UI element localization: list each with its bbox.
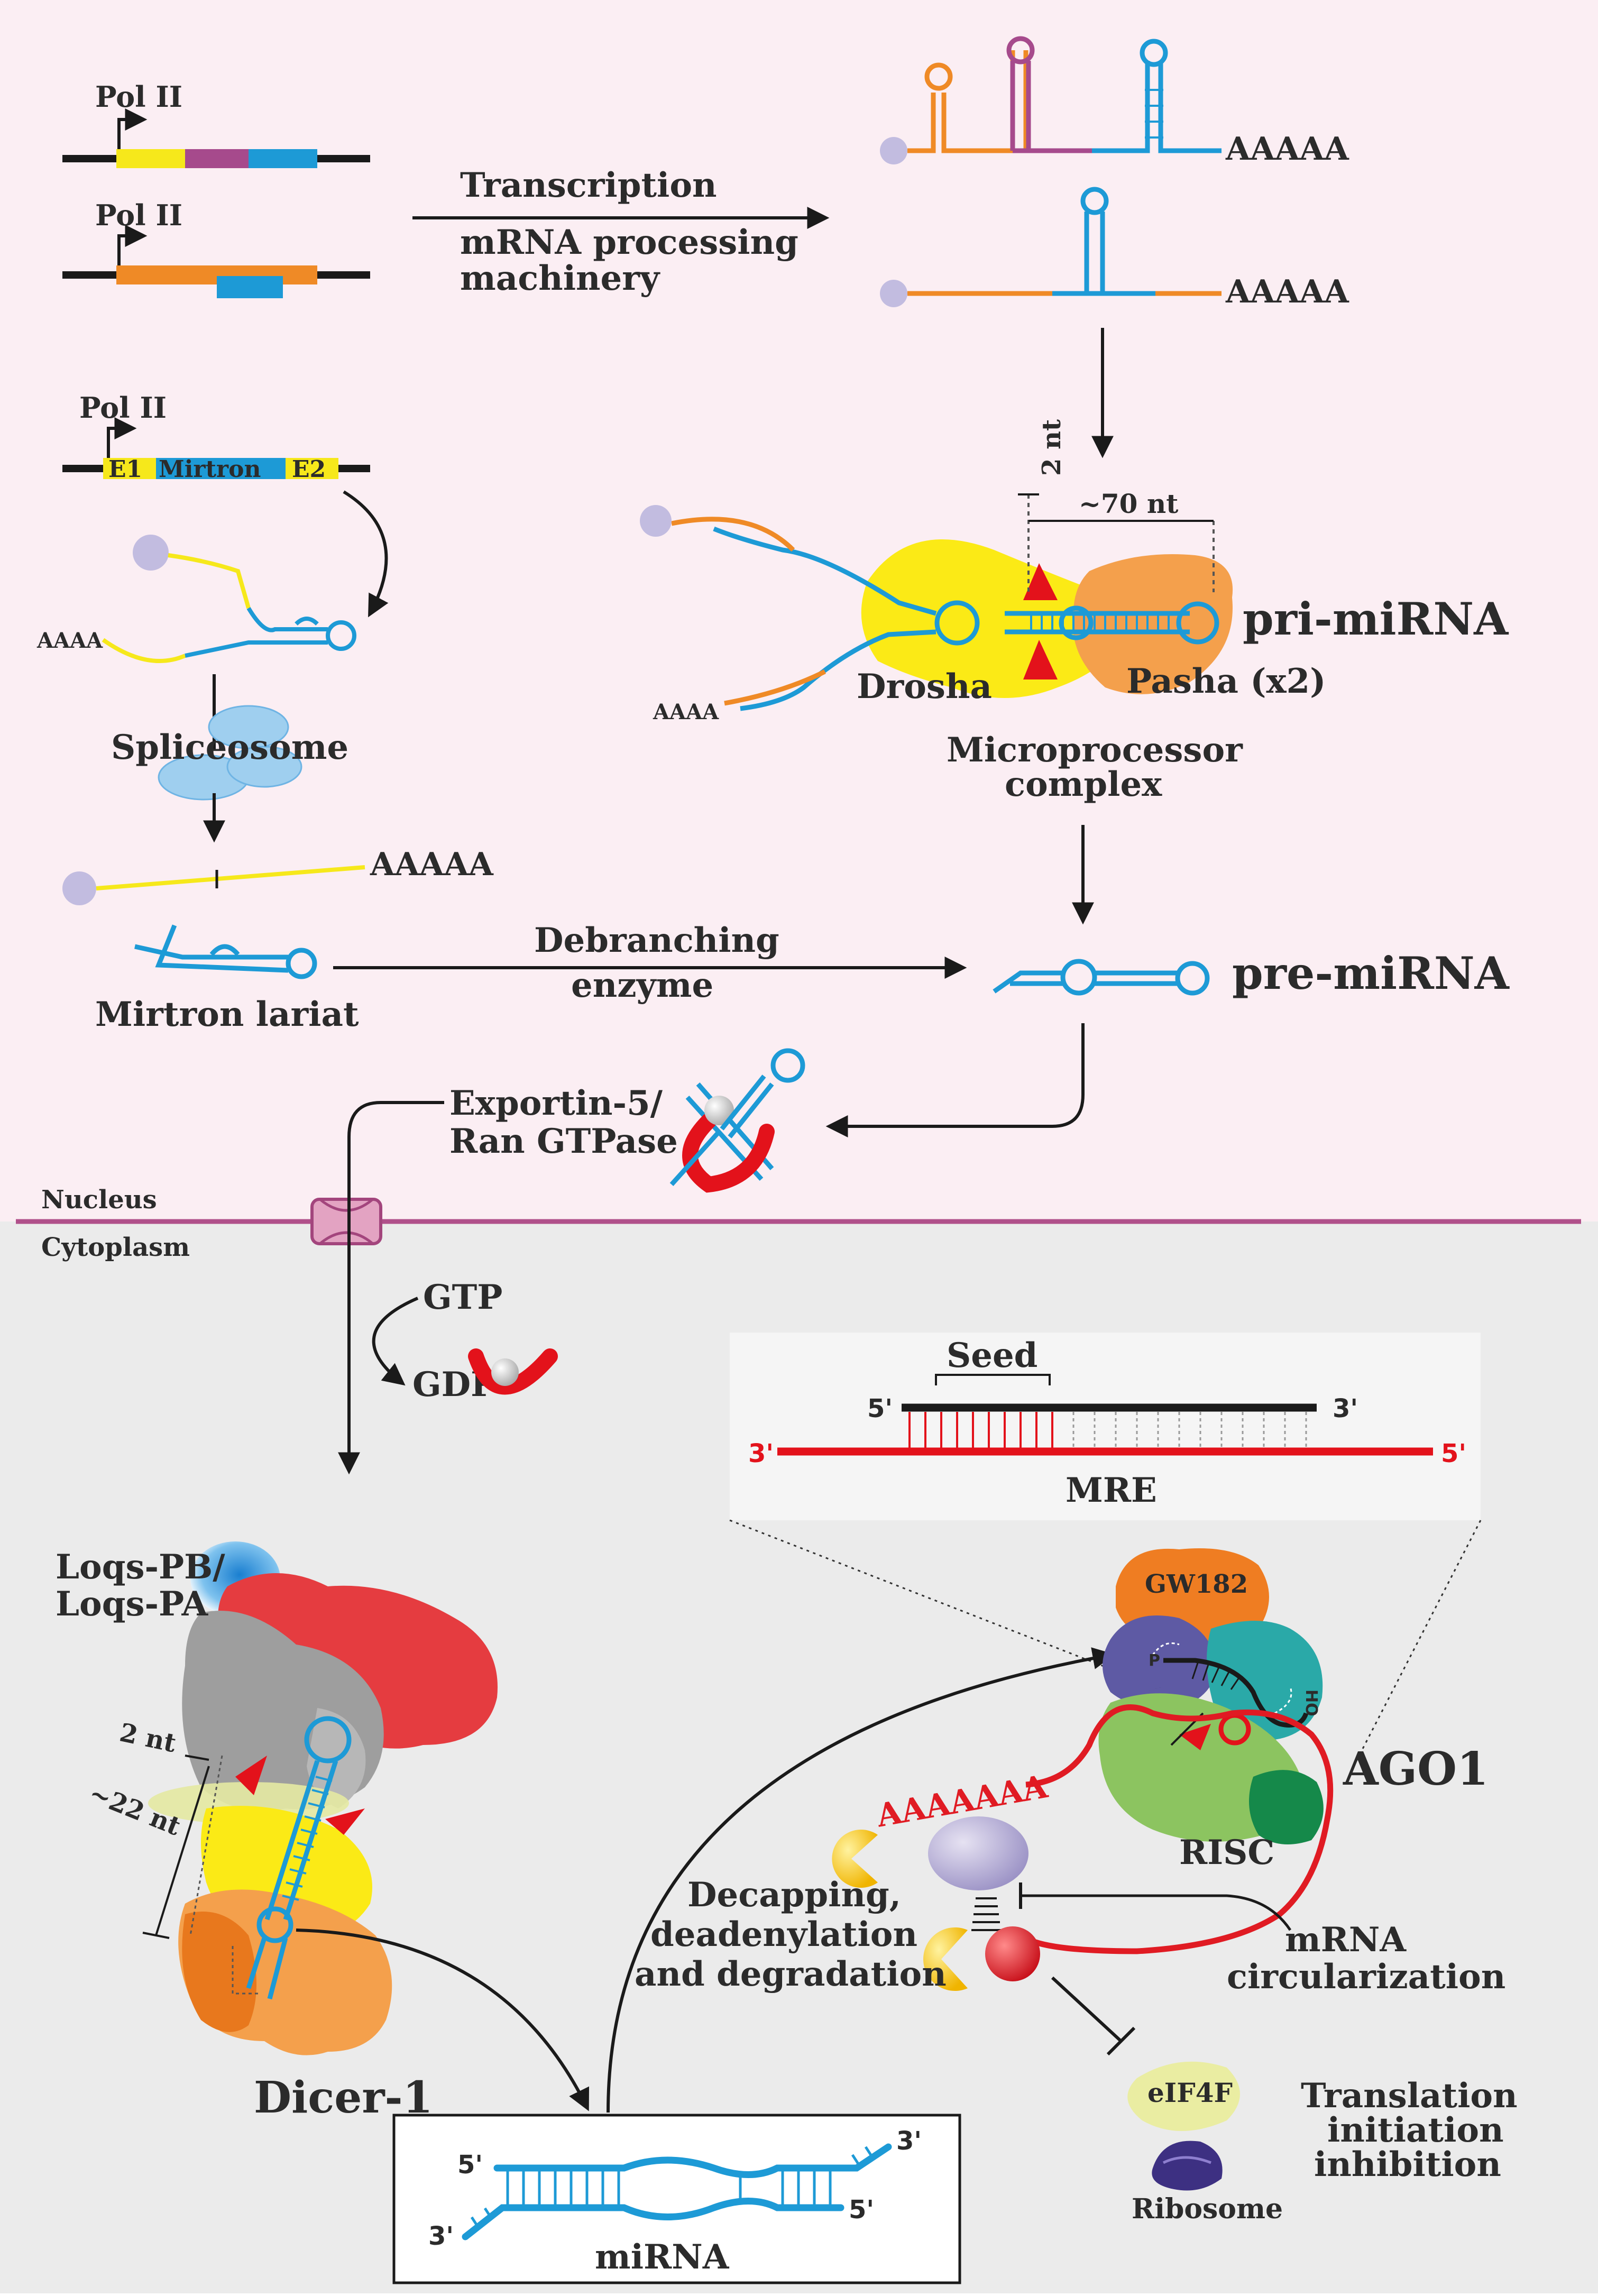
risc-complex [1098,1548,1324,1844]
p-label: P [1149,1651,1160,1670]
oh-label: HO [1302,1689,1320,1716]
ago-purple-domain [1103,1615,1216,1709]
nucleus-background [0,0,1598,1222]
debranching-label: Debranching [534,921,779,960]
spliced-mrna [62,865,365,905]
ribosome-label: Ribosome [1132,2193,1283,2225]
pri-mirna-transcript-polycistronic [880,36,1222,164]
mirtron-label: Mirtron [159,456,261,483]
export-arrow [338,1101,444,1475]
mirtron-lariat-shape [134,924,317,979]
polya-tail-3: AAAAA [370,846,494,883]
arrow-mirna-to-risc [607,1647,1115,2113]
circularization-label-2: circularization [1227,1957,1505,1997]
gtp-hydrolysis-arrow [372,1297,419,1386]
exportin-complex [669,1048,805,1193]
mre-5prime-top: 5' [867,1394,893,1423]
arrow-dicer-to-mirna [296,1928,589,2111]
seed-label: Seed [947,1336,1037,1375]
pasha-label: Pasha (x2) [1126,662,1326,701]
pol2-label-3: Pol II [79,391,167,425]
decapping-label-1: Decapping, [687,1875,901,1915]
nucleus-label: Nucleus [41,1185,157,1215]
translation-label-1: Translation [1301,2076,1518,2116]
mirna-duplex-box [392,2114,961,2284]
risc-label: RISC [1179,1833,1274,1872]
transcription-label: Transcription [460,166,717,205]
mirna-3prime-top: 3' [896,2126,922,2156]
loqs-label-2: Loqs-PA [56,1584,209,1624]
gtp-label: GTP [423,1278,502,1317]
pabp-shape [928,1816,1028,1890]
mirtron-lariat-label: Mirtron lariat [95,995,359,1034]
mirtron-splice-arrow [343,490,389,618]
drosha-label: Drosha [857,667,992,706]
pasha-shape [1072,554,1233,694]
decapping-label-2: deadenylation [650,1915,917,1954]
gw182-label: GW182 [1145,1569,1248,1599]
ago1-label: AGO1 [1343,1742,1489,1796]
polya-tail-2: AAAAA [1225,273,1349,310]
pri-mirna-label: pri-miRNA [1243,593,1509,645]
ago-dkgreen-domain [1249,1770,1324,1844]
pre-mirna-shape [993,959,1210,996]
inset-zoom-line-right [1353,1520,1482,1767]
pri-mirna-transcript-intronic [880,187,1222,307]
mirtron-transcript [102,535,356,663]
gene-intronic [62,225,370,298]
mre-3prime-top: 3' [1333,1394,1358,1423]
mre-5prime-bottom: 5' [1441,1439,1466,1468]
ribosome-shape [1152,2141,1223,2191]
enzyme-label: enzyme [571,966,713,1005]
mre-inset [730,1333,1481,1520]
mre-label: MRE [1066,1471,1157,1510]
translation-label-3: inhibition [1314,2145,1501,2184]
exportin-label: Exportin-5/ [449,1083,663,1123]
cytoplasm-label: Cytoplasm [41,1233,190,1262]
mirtron-gene [62,417,370,479]
loqs-label-1: Loqs-PB/ [56,1547,225,1587]
polya-tail-1: AAAAA [1225,131,1349,168]
spliceosome-label: Spliceosome [111,728,348,767]
nt2-label-microprocessor: 2 nt [1037,419,1067,476]
decapping-label-3: and degradation [635,1954,947,1994]
polya-pri-label: AAAA [653,700,719,724]
arrow-to-export [825,1023,1085,1137]
ago-teal-domain [1207,1621,1323,1740]
spliceosome-shape [158,705,302,801]
mirtron-exon-2: E2 [292,456,326,483]
target-mrna [1025,1704,1334,1954]
drosha-shape [861,539,1132,698]
mirna-label: miRNA [595,2237,730,2277]
circularization-label-1: mRNA [1285,1920,1407,1960]
eif4f-shape [1127,2061,1240,2131]
mre-3prime-bottom: 3' [748,1439,774,1468]
mirna-5prime-top: 5' [457,2150,483,2180]
mrna-processing-label: mRNA processing [460,223,798,262]
ran-gtpase-label: Ran GTPase [449,1122,678,1161]
released-ran-gdp [468,1348,558,1395]
microprocessor-complex [640,493,1233,711]
dicer-complex [142,1541,498,2055]
gene-polycistronic [62,108,370,168]
mirna-3prime-bottom: 3' [428,2221,454,2251]
pol2-label-2: Pol II [95,198,182,232]
translation-label-2: initiation [1327,2110,1504,2150]
inset-zoom-line-left [729,1519,1116,1672]
nuclear-pore [310,1198,382,1245]
mirtron-exon-1: E1 [108,456,142,483]
microprocessor-label: Microprocessor [947,730,1243,770]
complex-label: complex [1005,765,1162,804]
eif4f-label: eIF4F [1147,2077,1233,2108]
polya-lariat-label: AAAA [36,628,103,653]
mirna-5prime-bottom: 5' [849,2195,874,2225]
machinery-label: machinery [460,259,660,298]
nt70-label: ~70 nt [1079,488,1178,519]
pol2-label-1: Pol II [95,80,182,114]
pre-mirna-label: pre-miRNA [1232,947,1510,999]
decapping-components [832,1816,1292,2056]
